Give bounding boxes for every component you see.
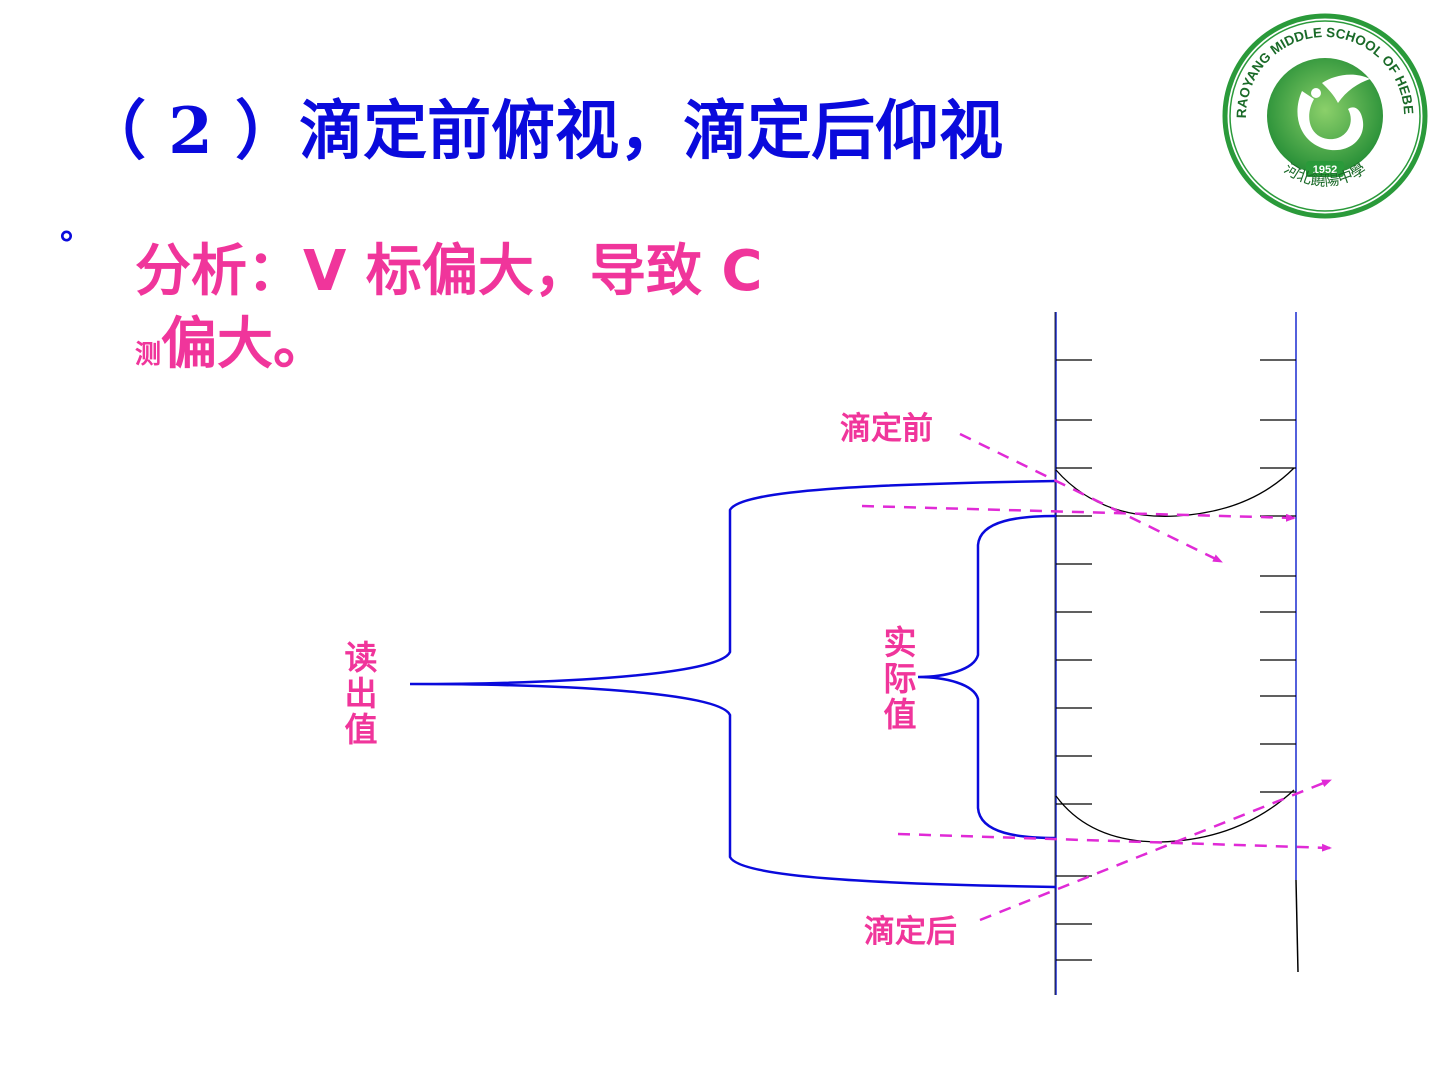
analysis-line-1: 分析：V 标偏大，导致 C	[135, 239, 763, 304]
sight-line-before-level	[861, 504, 1296, 522]
sight-line-after-bottom	[979, 778, 1332, 922]
sight-line-after-level	[897, 832, 1332, 852]
analysis-line-2-main: 偏大。	[161, 311, 330, 377]
read-value-brace	[409, 479, 1057, 889]
burette-right-wall-lower	[1295, 879, 1299, 973]
slide-title: （ 2 ）滴定前俯视，滴定后仰视	[82, 94, 1004, 169]
wing-icon	[1322, 74, 1370, 103]
analysis-subscript: 测	[135, 339, 162, 370]
tick-marks	[1056, 359, 1296, 961]
before-titration-label: 滴定前	[840, 411, 933, 447]
read-value-label: 读出值	[344, 638, 378, 749]
actual-value-brace	[917, 514, 1057, 840]
crane-icon	[1297, 91, 1364, 151]
after-titration-label: 滴定后	[864, 914, 957, 950]
analysis-text: 分析：V 标偏大，导致 C 测偏大。	[135, 236, 762, 382]
bullet-icon: °	[58, 225, 75, 265]
sight-lines	[861, 432, 1332, 922]
logo-year: 1952	[1313, 164, 1337, 176]
meniscus-top	[1055, 467, 1295, 517]
sight-line-before-top	[959, 432, 1223, 564]
actual-value-label: 实际值	[883, 623, 917, 734]
analysis-line-2: 测偏大。	[135, 309, 762, 382]
school-logo: RAOYANG MIDDLE SCHOOL OF HEBEI 1952 河北饒陽…	[1222, 13, 1428, 219]
meniscus-bottom	[1055, 789, 1295, 843]
